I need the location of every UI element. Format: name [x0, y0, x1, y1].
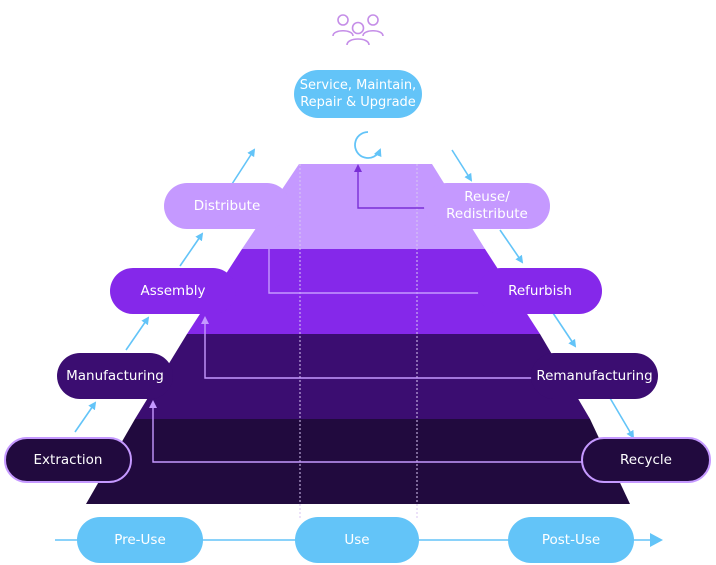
pyramid-tier-2 [187, 249, 540, 334]
loop-recycle-to-manufacturing [149, 400, 584, 463]
service-line-1: Service, Maintain, [299, 78, 417, 93]
users-icon [332, 14, 384, 46]
reuse-line-2: Redistribute [446, 206, 528, 222]
refurbish-node: Refurbish [478, 268, 602, 314]
service-line-2: Repair & Upgrade [300, 95, 416, 110]
loop-refurbish-to-distribute [265, 230, 488, 294]
reuse-line-1: Reuse/ [464, 189, 510, 205]
loop-reuse-to-use [354, 164, 432, 209]
phase-use: Use [295, 517, 419, 563]
loop-remanufacturing-to-assembly [201, 316, 540, 379]
phase-post-use: Post-Use [508, 517, 634, 563]
extraction-node: Extraction [4, 437, 132, 483]
recycle-node: Recycle [581, 437, 711, 483]
pyramid-tier-top [242, 164, 485, 249]
left-flow-arrows [74, 148, 256, 433]
cycle-arrow-icon [354, 131, 382, 159]
pyramid-tier-3 [135, 334, 590, 419]
timeline-arrowhead [650, 533, 663, 547]
reuse-redistribute-node: Reuse/ Redistribute [424, 183, 550, 229]
service-maintain-repair-upgrade-node: Service, Maintain, Repair & Upgrade [294, 70, 422, 118]
manufacturing-node: Manufacturing [57, 353, 173, 399]
phase-pre-use: Pre-Use [77, 517, 203, 563]
right-flow-arrows [451, 149, 635, 439]
remanufacturing-node: Remanufacturing [531, 353, 658, 399]
assembly-node: Assembly [110, 268, 236, 314]
distribute-node: Distribute [164, 183, 290, 229]
